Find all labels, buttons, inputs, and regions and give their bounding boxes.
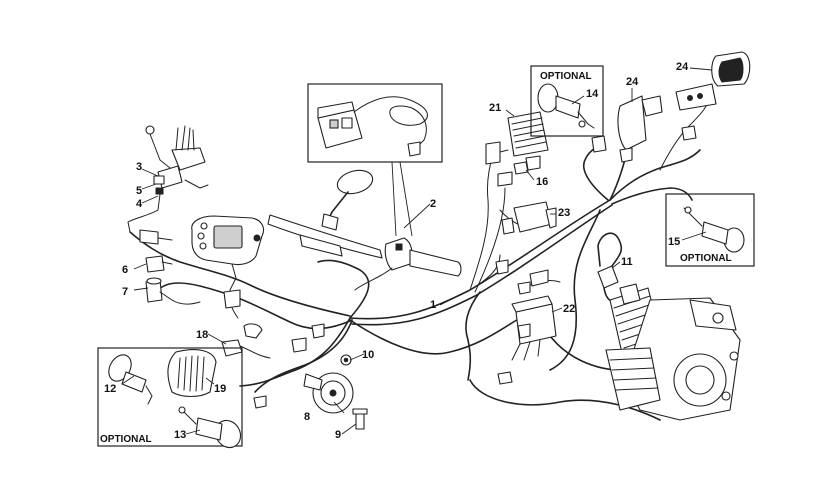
connector-16 bbox=[497, 155, 541, 187]
label-18: 18 bbox=[196, 329, 208, 341]
label-22: 22 bbox=[563, 303, 575, 315]
label-19: 19 bbox=[214, 383, 226, 395]
label-23: 23 bbox=[558, 207, 570, 219]
handlebar-left-switch bbox=[127, 125, 209, 245]
regulator-22 bbox=[497, 295, 557, 385]
label-24-left: 24 bbox=[626, 76, 639, 88]
part-number-labels: 3 5 4 6 7 18 19 12 13 8 9 10 2 1 21 16 2… bbox=[104, 61, 689, 441]
rear-harness bbox=[469, 89, 713, 371]
label-21: 21 bbox=[489, 102, 501, 114]
label-5: 5 bbox=[136, 185, 142, 197]
relay-6-7 bbox=[145, 255, 201, 305]
label-6: 6 bbox=[122, 264, 128, 276]
label-24-right: 24 bbox=[676, 61, 689, 73]
horn-8 bbox=[303, 354, 368, 430]
spark-plug-cap-11 bbox=[597, 232, 623, 303]
label-2: 2 bbox=[430, 198, 436, 210]
leader-lines bbox=[121, 67, 713, 435]
harness-connectors bbox=[223, 259, 549, 409]
optional-box-rear-right: OPTIONAL bbox=[665, 193, 755, 267]
label-14: 14 bbox=[586, 88, 599, 100]
label-9: 9 bbox=[335, 429, 341, 441]
label-15: 15 bbox=[668, 236, 680, 248]
optional-label-rear-right: OPTIONAL bbox=[680, 253, 732, 264]
label-12: 12 bbox=[104, 383, 116, 395]
optional-label-front: OPTIONAL bbox=[100, 434, 152, 445]
engine bbox=[605, 283, 741, 421]
label-7: 7 bbox=[122, 286, 128, 298]
optional-label-rear-top: OPTIONAL bbox=[540, 71, 592, 82]
cdi-21 bbox=[485, 111, 549, 165]
label-3: 3 bbox=[136, 161, 142, 173]
relay-23 bbox=[501, 201, 557, 235]
label-10: 10 bbox=[362, 349, 374, 361]
label-4: 4 bbox=[136, 198, 143, 210]
instrument-cluster bbox=[191, 215, 265, 319]
label-1: 1 bbox=[430, 299, 436, 311]
label-11: 11 bbox=[621, 256, 633, 268]
handlebar-right bbox=[267, 169, 462, 291]
label-8: 8 bbox=[304, 411, 310, 423]
optional-box-rear-top: OPTIONAL bbox=[530, 65, 604, 137]
detail-inset-switch bbox=[307, 83, 443, 237]
label-16: 16 bbox=[536, 176, 548, 188]
label-13: 13 bbox=[174, 429, 186, 441]
optional-box-front-left: OPTIONAL bbox=[97, 347, 243, 449]
rear-light-24 bbox=[591, 51, 751, 163]
